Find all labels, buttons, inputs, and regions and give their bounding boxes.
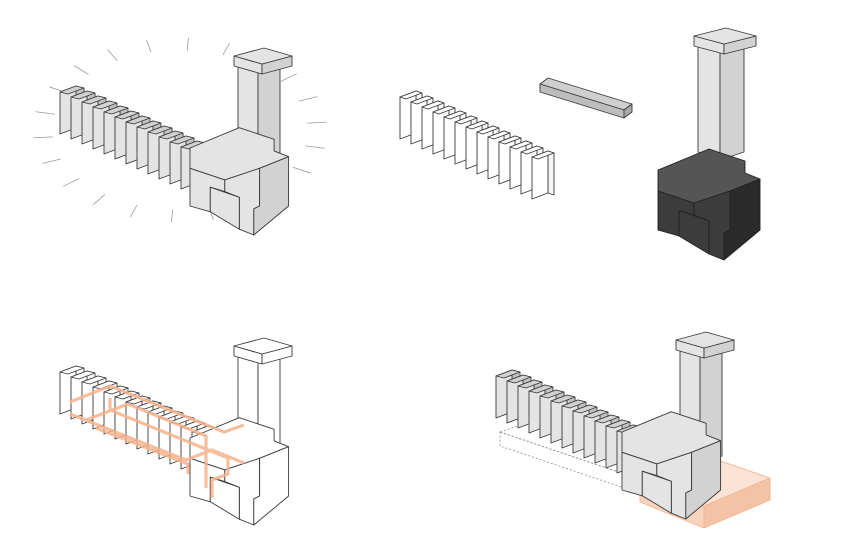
wing-fin-top [498, 135, 522, 145]
wing-fin-top [92, 380, 118, 390]
circulation-path-group [69, 384, 245, 498]
wing-fin-top [410, 95, 434, 105]
highlight-ray [146, 39, 152, 53]
wing-fin-top [520, 145, 544, 155]
wing-fin-top [70, 90, 96, 100]
entrance-block [657, 148, 761, 261]
wing-fin-top [114, 110, 140, 120]
wing-fin-top [136, 120, 162, 130]
highlight-ray [307, 121, 328, 124]
block-recess [678, 210, 710, 255]
highlight-ray [42, 158, 62, 164]
wing-fin-top [432, 105, 456, 115]
wing-fin-top [59, 85, 85, 95]
wing-fin-top [561, 399, 587, 409]
wing-fin-top [465, 120, 489, 130]
wing-fin-top [421, 100, 445, 110]
entrance-block [189, 127, 290, 236]
circulation-path [85, 402, 208, 488]
wing-fin-top [495, 369, 521, 379]
entrance-block [189, 417, 290, 526]
wing-fin-top [528, 384, 554, 394]
highlight-ray [298, 96, 318, 102]
wing-fin-top [125, 115, 151, 125]
wing-fin-top [59, 365, 85, 375]
panel-building-on-plinth [495, 331, 771, 529]
block-face-right [723, 178, 761, 261]
highlight-ray [280, 73, 297, 82]
wing-fin-top [169, 135, 195, 145]
highlight-ray [130, 204, 138, 218]
tower-face-left [697, 39, 721, 161]
wing-fin-top [454, 115, 478, 125]
highlight-ray [93, 194, 106, 205]
wing-fin-top [550, 394, 576, 404]
wing-fin-top [509, 140, 533, 150]
tower-face-right [719, 39, 745, 161]
highlight-ray [107, 49, 118, 61]
wing-fin-top [531, 150, 555, 160]
tower-cap-top [675, 331, 735, 349]
wing-fin-top [517, 379, 543, 389]
wing-fin-top [443, 110, 467, 120]
wing-fin-top [399, 90, 423, 100]
wing-fin-top [487, 130, 511, 140]
highlight-ray [186, 37, 189, 51]
wing-fin-top [506, 374, 532, 384]
wing-fin-top [594, 414, 620, 424]
wing-fin-top [147, 125, 173, 135]
wing-fin-top [583, 409, 609, 419]
wing-fin-top [476, 125, 500, 135]
wing-fin-top [605, 419, 631, 429]
wing-fin-side [547, 150, 555, 196]
block-face-right [253, 156, 290, 236]
block-recess [641, 470, 672, 514]
highlight-ray [171, 209, 174, 223]
panel-exploded-components [399, 27, 761, 261]
highlight-ray [305, 145, 325, 149]
block-recess [209, 476, 240, 520]
entrance-block [621, 411, 722, 520]
block-face-right [685, 440, 722, 520]
ribbed-wing [399, 90, 555, 200]
bar-end [623, 103, 633, 119]
wing-fin-top [572, 404, 598, 414]
circulation-path [69, 384, 245, 434]
block-face-right [253, 446, 290, 526]
highlight-rays [32, 37, 328, 223]
floating-bar [539, 77, 633, 119]
plinth-side [703, 477, 771, 529]
wing-fin-top [81, 95, 107, 105]
highlight-ray [63, 178, 80, 187]
wing-fin-top [81, 375, 107, 385]
tower-cap-top [693, 27, 757, 45]
highlight-ray [35, 111, 55, 115]
tower [693, 27, 757, 161]
circulation-path [95, 426, 190, 474]
tower-cap-top [233, 337, 293, 355]
panel-assembled-building [32, 37, 328, 236]
circulation-path [108, 398, 230, 498]
wing-fin-top [70, 370, 96, 380]
wing-fin-top [539, 389, 565, 399]
highlight-ray [32, 136, 53, 139]
block-recess [209, 186, 240, 230]
highlight-ray [222, 42, 230, 56]
wing-fin-top [103, 105, 129, 115]
highlight-ray [292, 166, 311, 174]
highlight-ray [74, 65, 89, 75]
tower-cap-top [233, 47, 293, 65]
wing-fin-top [158, 130, 184, 140]
panel-circulation-paths [59, 337, 293, 526]
wing-fin-top [92, 100, 118, 110]
